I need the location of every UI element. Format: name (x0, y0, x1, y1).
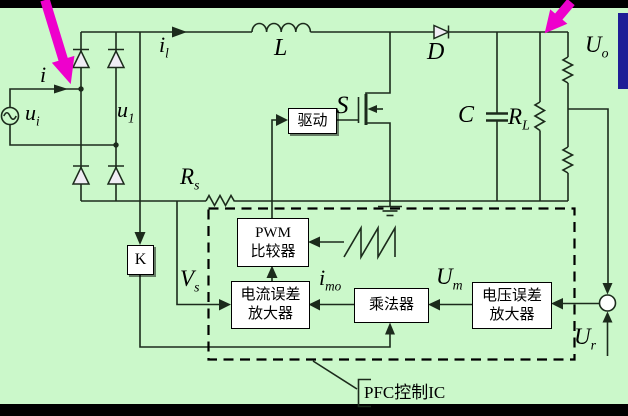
label-output-voltage: Uo (585, 32, 609, 61)
caption-leader-line (312, 360, 358, 390)
label-input-current: i (40, 62, 47, 87)
label-rectified-voltage: u1 (117, 97, 135, 126)
multiplier-block-label: 乘法器 (368, 297, 414, 314)
label-load-resistor: RL (508, 104, 530, 133)
bridge-rectifier (71, 48, 126, 185)
pwm-comparator-line1: PWM (255, 224, 291, 241)
multiplier-block: 乘法器 (354, 288, 429, 323)
gain-block-label: K (134, 251, 147, 268)
label-reference-voltage: Ur (574, 324, 596, 353)
summing-junction (563, 294, 617, 356)
sawtooth-icon (343, 225, 396, 260)
bridge-diode-icon (71, 165, 91, 185)
label-capacitor: C (458, 102, 475, 128)
voltage-error-amp-line1: 电压误差 (481, 287, 542, 304)
current-error-amp-line1: 电流误差 (240, 287, 301, 304)
wires (0, 22, 617, 408)
bottom-black-bar (0, 404, 628, 416)
pwm-comparator-line2: 比较器 (250, 243, 296, 260)
bridge-diode-icon (71, 49, 91, 69)
load-resistor-symbol (533, 32, 547, 201)
capacitor-symbol (486, 32, 508, 201)
voltage-error-amp-block: 电压误差 放大器 (472, 282, 552, 329)
current-error-amp-line2: 放大器 (247, 306, 293, 322)
ground-icon (378, 201, 402, 217)
sense-resistor-symbol (205, 193, 236, 208)
boost-diode-symbol (433, 24, 451, 40)
label-sense-resistor: Rs (180, 164, 200, 193)
pfc-ic-caption: PFC控制IC (364, 383, 446, 402)
drive-block-label: 驱动 (297, 112, 328, 129)
dashed-ic-boundary (207, 207, 576, 361)
output-divider (561, 32, 609, 283)
highlight-arrow-2 (544, 0, 575, 34)
label-boost-diode: D (427, 39, 445, 65)
mosfet-symbol (336, 32, 391, 201)
pwm-comparator-block: PWM 比较器 (237, 218, 309, 267)
flow-arrowheads (54, 26, 613, 335)
inductor-symbol (251, 22, 312, 33)
blue-edge-bar (618, 13, 628, 89)
label-switch: S (336, 92, 349, 119)
highlight-arrow-1 (40, 0, 75, 85)
bridge-diode-icon (106, 165, 126, 185)
bridge-diode-icon (106, 49, 126, 69)
label-inductor-current: il (159, 32, 169, 61)
current-error-amp-block: 电流误差 放大器 (231, 281, 310, 329)
label-inductor: L (274, 35, 288, 61)
label-source-voltage: ui (25, 100, 40, 129)
label-multiplier-voltage: Um (436, 264, 463, 293)
label-sense-voltage: Vs (180, 266, 200, 295)
label-multiplier-output: imo (319, 265, 342, 294)
drive-block: 驱动 (288, 108, 337, 134)
caption-bracket (357, 378, 371, 408)
gain-block: K (127, 245, 154, 275)
top-black-bar (0, 0, 628, 8)
voltage-error-amp-line2: 放大器 (489, 306, 535, 323)
ac-source-icon (0, 106, 20, 126)
